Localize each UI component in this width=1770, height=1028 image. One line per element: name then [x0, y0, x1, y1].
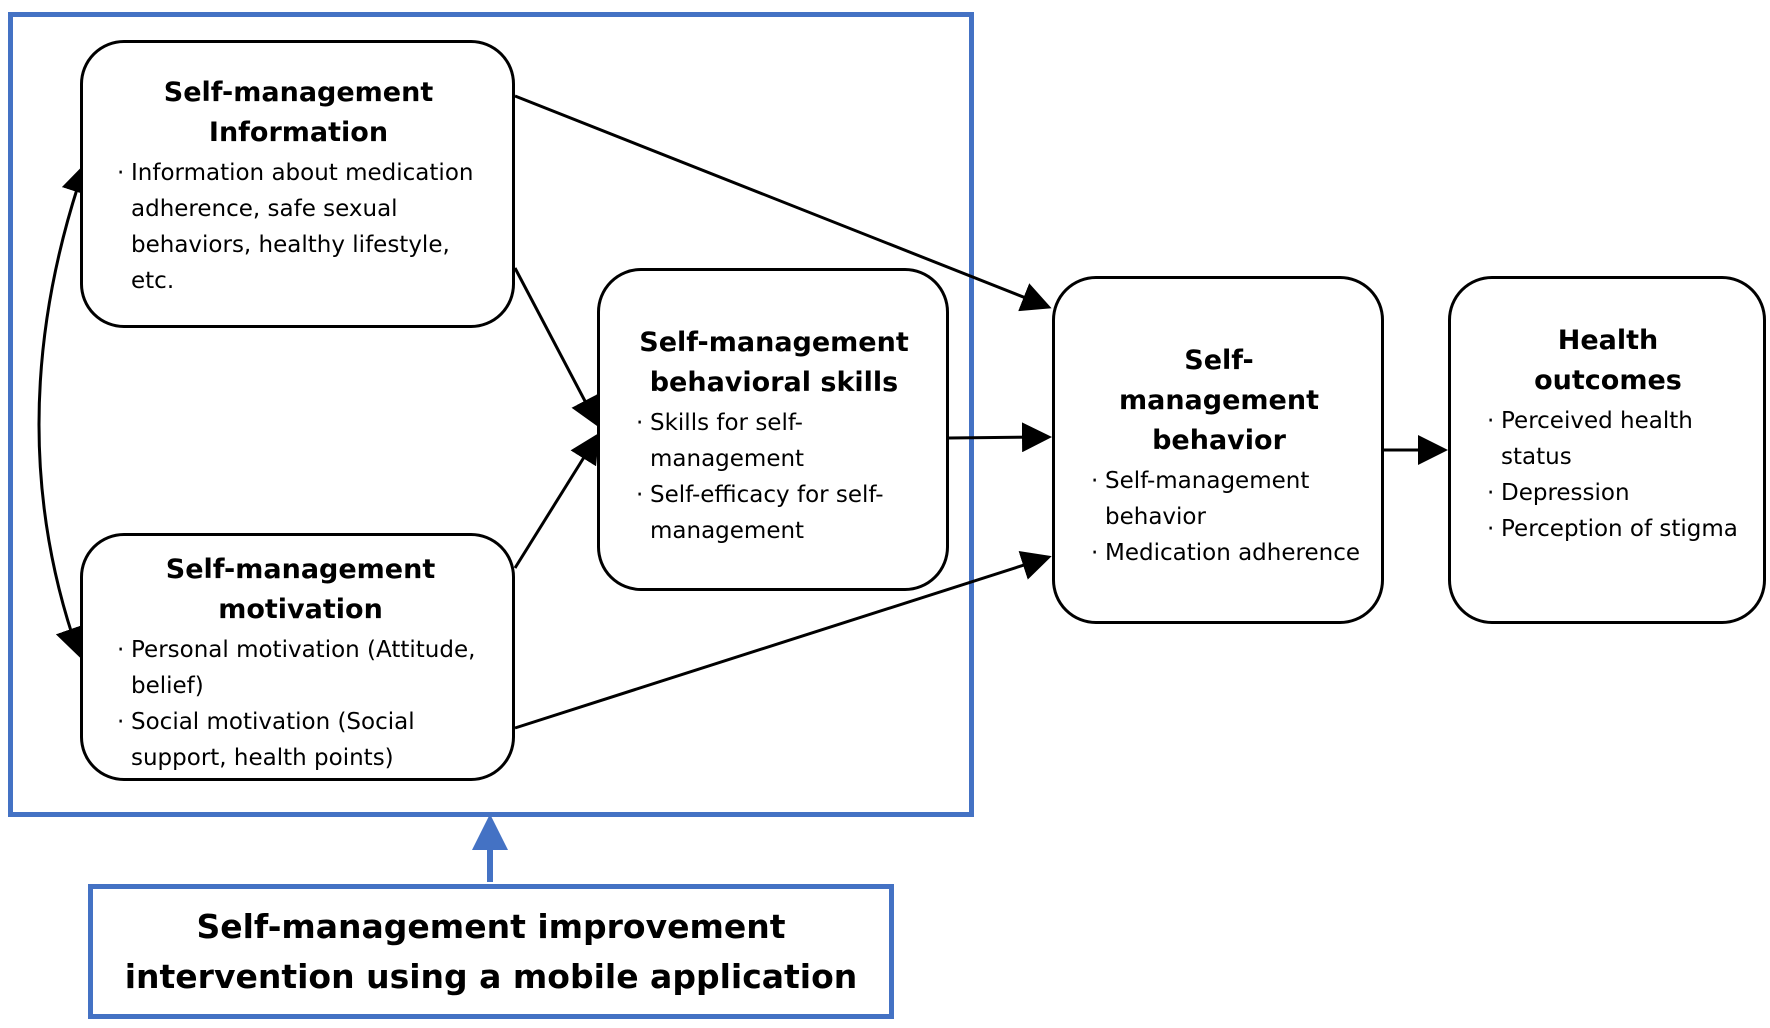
node-item: Information about medication adherence, …: [117, 155, 492, 299]
node-title: Self-management motivation: [165, 554, 436, 625]
node-item: Social motivation (Social support, healt…: [117, 704, 496, 776]
node-item-list: Information about medication adherence, …: [117, 155, 492, 299]
node-item-list: Personal motivation (Attitude, belief) S…: [117, 632, 496, 776]
intervention-box: Self-management improvement intervention…: [88, 884, 894, 1019]
node-title: Health outcomes: [1534, 325, 1682, 396]
node-item-list: Perceived health status Depression Perce…: [1487, 403, 1749, 547]
node-title: Self-management behavioral skills: [639, 327, 909, 398]
node-item-list: Self-management behavior Medication adhe…: [1091, 463, 1367, 571]
node-health-outcomes: Health outcomes Perceived health status …: [1448, 276, 1766, 624]
node-self-management-behavior: Self-management behavior Self-management…: [1052, 276, 1384, 624]
node-item: Skills for self-management: [636, 405, 932, 477]
node-item: Self-efficacy for self-management: [636, 477, 932, 549]
node-item: Personal motivation (Attitude, belief): [117, 632, 496, 704]
node-item: Perceived health status: [1487, 403, 1749, 475]
intervention-label: Self-management improvement intervention…: [124, 906, 858, 996]
node-item: Perception of stigma: [1487, 511, 1749, 547]
node-item: Medication adherence: [1091, 535, 1367, 571]
node-title: Self-management Information: [163, 77, 434, 148]
node-item-list: Skills for self-management Self-efficacy…: [636, 405, 932, 549]
node-self-management-behavioral-skills: Self-management behavioral skills Skills…: [597, 268, 949, 591]
node-title: Self-management behavior: [1118, 345, 1319, 456]
node-item: Depression: [1487, 475, 1749, 511]
node-self-management-information: Self-management Information Information …: [80, 40, 515, 328]
node-self-management-motivation: Self-management motivation Personal moti…: [80, 533, 515, 781]
node-item: Self-management behavior: [1091, 463, 1367, 535]
